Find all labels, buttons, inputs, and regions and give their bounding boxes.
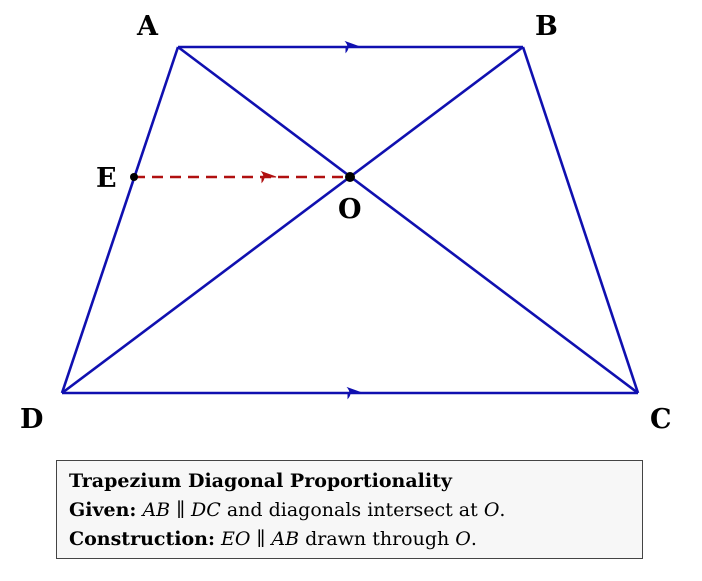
diagonal-ac [177, 45, 639, 395]
given-label: Given: [69, 499, 137, 521]
given-text: and diagonals intersect at [226, 499, 478, 521]
given-period: . [499, 499, 506, 521]
caption-construction: Construction: EO ∥ AB drawn through O. [69, 525, 630, 554]
parallel-arrow-icon [346, 386, 363, 400]
construction-math-ab: AB [271, 528, 300, 550]
construction-math-eo: EO [221, 528, 251, 550]
diagonal-bd [61, 45, 524, 395]
parallel-symbol: ∥ [256, 528, 266, 550]
label-d: D [20, 404, 43, 435]
given-math-dc: DC [191, 499, 221, 521]
parallel-symbol: ∥ [176, 499, 185, 521]
label-c: C [650, 404, 672, 435]
trapezium-diagram: A B C D E O [20, 11, 672, 435]
caption-title: Trapezium Diagonal Proportionality [69, 470, 452, 492]
parallel-arrow-icon [344, 40, 361, 54]
point-o [345, 172, 355, 182]
construction-text: drawn through [305, 528, 450, 550]
label-a: A [136, 11, 159, 42]
construction-point-o: O [455, 528, 471, 550]
construction-label: Construction: [69, 528, 215, 550]
construction-period: . [470, 528, 477, 550]
side-ad [60, 46, 180, 394]
caption-given: Given: AB ∥ DC and diagonals intersect a… [69, 496, 630, 525]
given-point-o: O [483, 499, 500, 521]
point-e [130, 173, 138, 181]
label-b: B [535, 11, 558, 42]
caption-box: Trapezium Diagonal Proportionality Given… [56, 460, 643, 559]
construction-arrow-icon [260, 170, 277, 184]
label-e: E [96, 163, 117, 194]
given-math-ab: AB [142, 499, 171, 521]
label-o: O [338, 194, 362, 225]
side-bc [521, 46, 640, 394]
